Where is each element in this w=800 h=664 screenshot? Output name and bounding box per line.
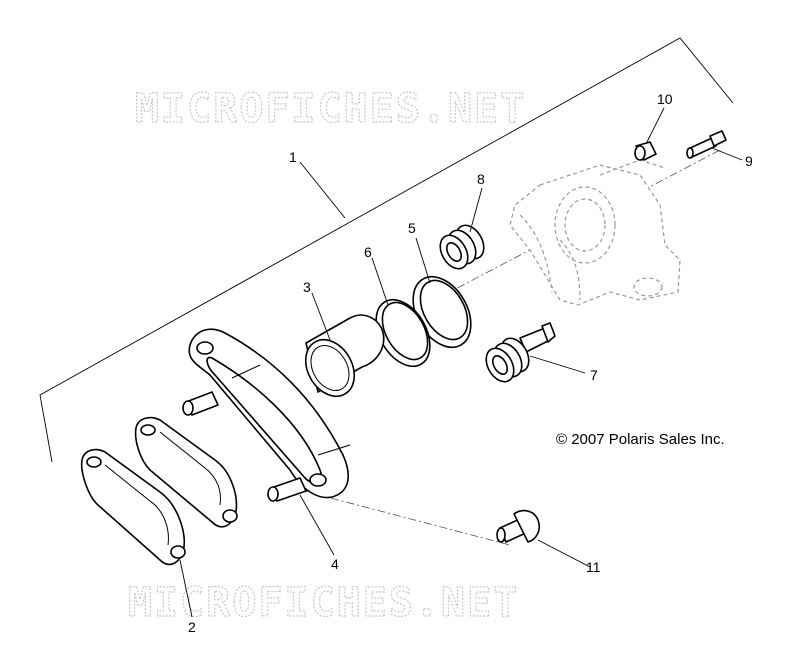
leader-2 <box>179 559 193 618</box>
slide-pin-boot <box>485 322 556 383</box>
brake-pad-outer <box>80 448 186 566</box>
copyright-notice: © 2007 Polaris Sales Inc. <box>556 431 725 448</box>
leader-11 <box>537 539 591 568</box>
leader-1 <box>299 161 346 219</box>
leader-3 <box>311 292 331 341</box>
callout-11: 11 <box>586 559 601 575</box>
callout-6: 6 <box>364 244 372 260</box>
leader-6 <box>371 257 389 306</box>
bleeder-screw <box>686 130 727 159</box>
bleeder-cap <box>634 141 657 161</box>
caliper-body <box>509 159 681 306</box>
callout-7: 7 <box>590 367 598 383</box>
callout-8: 8 <box>477 171 485 187</box>
assembly-bracket <box>39 37 734 463</box>
brake-pad-inner <box>134 416 238 528</box>
watermark-top: MICROFICHES.NET <box>135 86 526 132</box>
watermark-bottom: MICROFICHES.NET <box>128 580 519 626</box>
callout-9: 9 <box>745 153 753 169</box>
axis-line-upper <box>329 149 721 356</box>
callout-5: 5 <box>408 220 416 236</box>
callout-10: 10 <box>657 91 673 107</box>
leader-10 <box>645 107 665 145</box>
callout-2: 2 <box>188 619 196 635</box>
leader-5 <box>415 237 431 284</box>
callout-4: 4 <box>331 556 339 572</box>
leader-7 <box>529 355 586 374</box>
leader-8 <box>469 187 483 233</box>
dust-seal <box>375 298 431 368</box>
caliper-bracket <box>182 328 351 502</box>
callout-1: 1 <box>289 149 297 165</box>
axis-line-lower <box>299 489 511 546</box>
leader-4 <box>299 494 335 556</box>
callout-3: 3 <box>303 279 311 295</box>
mounting-bolt <box>496 509 541 543</box>
leader-9 <box>711 147 743 161</box>
piston <box>304 314 385 398</box>
boot-upper <box>439 224 485 270</box>
